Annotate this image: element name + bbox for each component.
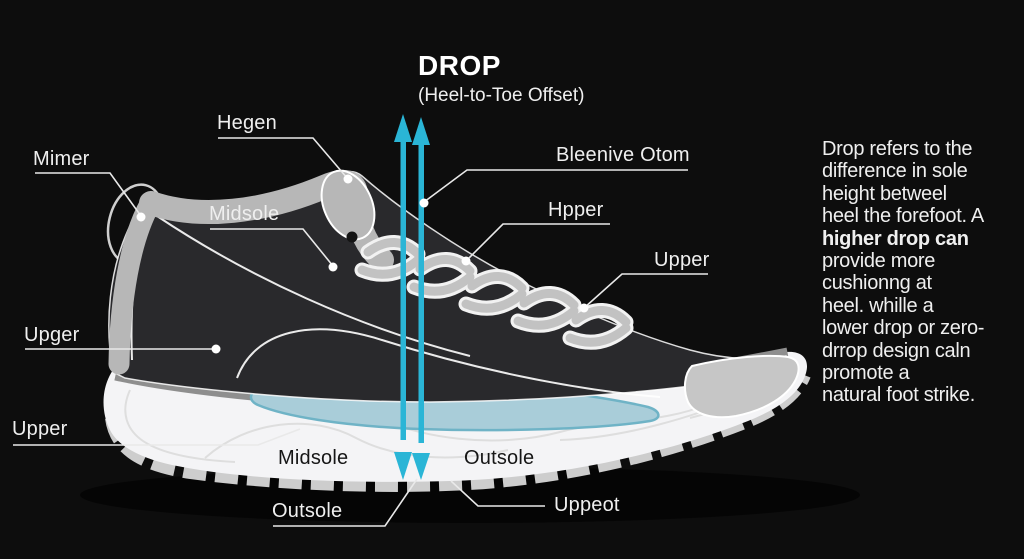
label-uppeot: Uppeot	[554, 494, 620, 516]
midsole-top-leader-line	[210, 228, 334, 267]
label-upper-right: Upper	[654, 249, 710, 271]
leader-lines	[13, 137, 708, 527]
hegen-leader-line	[218, 137, 349, 180]
label-hpper: Hpper	[548, 199, 604, 221]
description-line: height betweel	[822, 182, 947, 205]
bleenive-leader-line	[423, 169, 688, 203]
label-hegen: Hegen	[217, 112, 277, 134]
laces	[354, 235, 634, 350]
description-line: lower drop or zero-	[822, 317, 985, 340]
description-line: natural foot strike.	[822, 384, 975, 407]
diagram-subtitle: (Heel-to-Toe Offset)	[418, 85, 585, 106]
description-line: provide more	[822, 250, 936, 273]
mimer-leader-line	[35, 172, 142, 217]
label-outsole-bottom: Outsole	[272, 500, 343, 522]
description-line: Drop refers to the	[822, 138, 973, 160]
label-upper-left: Upper	[12, 418, 68, 440]
toe-cap	[683, 354, 800, 419]
hpper-leader-line	[465, 223, 610, 262]
diagram-title: DROP	[418, 50, 501, 81]
label-midsole-sole: Midsole	[278, 447, 349, 469]
label-upger: Upger	[24, 324, 80, 346]
outsole-bottom-leader-line	[273, 478, 418, 527]
description-line: heel. whille a	[822, 294, 934, 317]
uppeot-leader-line	[450, 480, 545, 507]
shoe-shadow	[80, 467, 860, 523]
label-bleenive-otom: Bleenive Otom	[556, 144, 690, 166]
label-mimer: Mimer	[33, 148, 90, 170]
drop-arrows-icon	[394, 114, 430, 480]
description-line: promote a	[822, 362, 910, 385]
leader-dots	[136, 174, 589, 354]
description-line: drrop design caln	[822, 339, 971, 362]
description-line: higher drop can	[822, 227, 969, 250]
label-midsole-top: Midsole	[209, 203, 280, 225]
drop-description: Drop refers to the difference in sole he…	[822, 138, 1022, 407]
upper-left-leader-line	[13, 428, 301, 446]
description-line: cushionng at	[822, 272, 932, 295]
description-line: difference in sole	[822, 160, 968, 183]
label-outsole-sole: Outsole	[464, 447, 535, 469]
tongue	[320, 169, 376, 241]
eyelet-icon	[346, 231, 358, 243]
outsole-lugs	[105, 372, 811, 492]
upper-right-leader-line	[583, 273, 708, 309]
description-line: heel the forefoot. A	[822, 205, 984, 228]
